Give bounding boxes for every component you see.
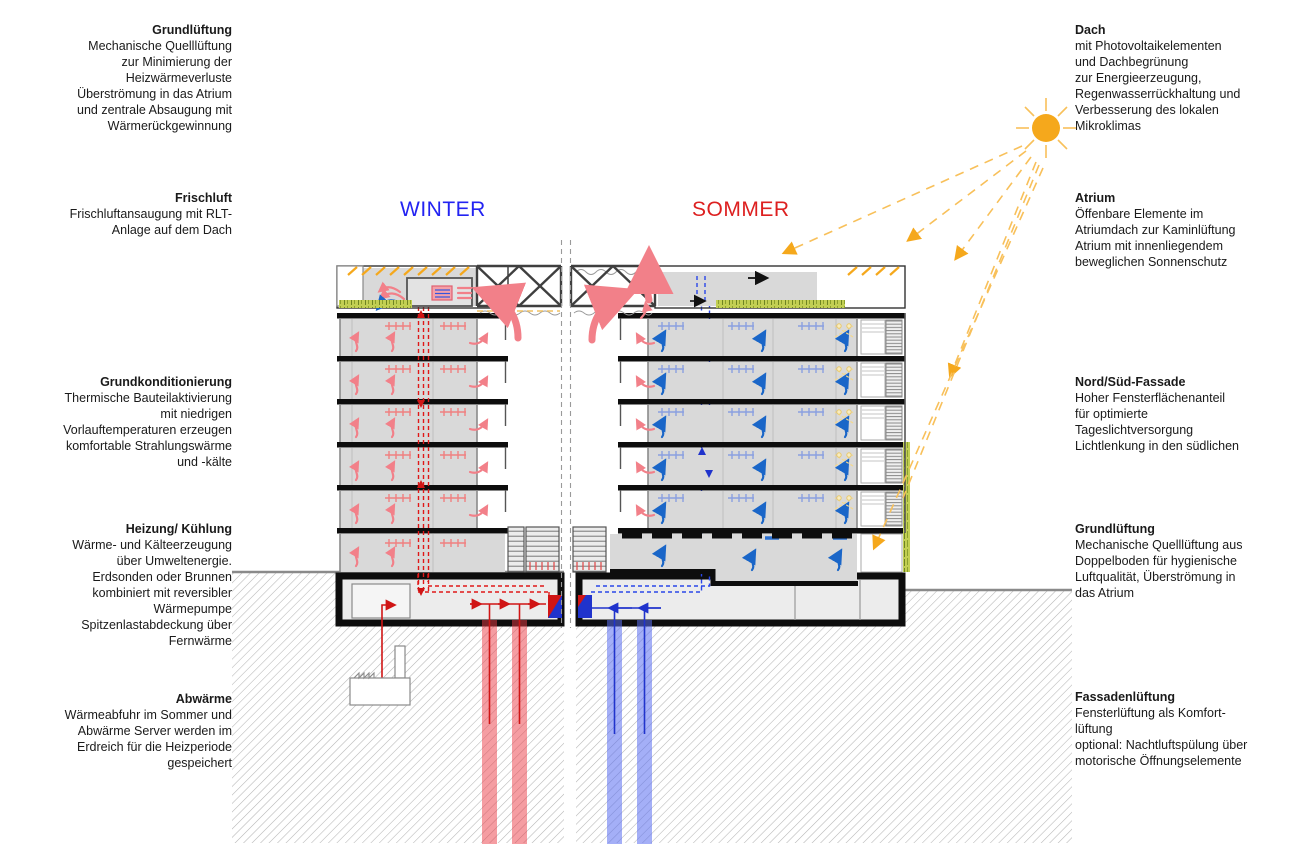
annotation-heizung-kuehlung: Heizung/ Kühlung Wärme- und Kälteerzeugu… [72, 522, 232, 648]
annotation-abwaerme: Abwärme Wärmeabfuhr im Sommer und Abwärm… [64, 692, 232, 770]
sun-rays [781, 145, 1044, 551]
annotation-grundkonditionierung: Grundkonditionierung Thermische Bauteila… [63, 375, 232, 469]
winter-tower [337, 272, 508, 596]
stair-cores [507, 526, 607, 573]
roof-zone [336, 245, 906, 344]
raised-floor [622, 533, 852, 539]
south-facade [860, 313, 910, 573]
green-roof-summer [716, 300, 845, 308]
green-facade-strip [903, 442, 910, 572]
pv-elements [347, 266, 900, 276]
summer-tower [610, 313, 905, 586]
annotation-atrium: Atrium Öffenbare Elemente im Atriumdach … [1075, 191, 1236, 269]
heating-risers [417, 272, 430, 592]
stack-vent-arrow [624, 245, 674, 304]
annotation-fassadenlueftung: Fassadenlüftung Fensterlüftung als Komfo… [1075, 690, 1248, 768]
summer-floor-slabs [618, 313, 905, 534]
annotation-grundlueftung-left: Grundlüftung Mechanische Quelllüftung zu… [77, 23, 232, 133]
section-split-lines [560, 240, 572, 628]
green-roof-winter [339, 300, 412, 308]
rlt-unit [406, 277, 473, 307]
summer-plant-room [658, 272, 712, 306]
heat-pump-icon [548, 595, 592, 618]
annotation-grundlueftung-right: Grundlüftung Mechanische Quelllüftung au… [1075, 522, 1243, 600]
sun-icon [781, 98, 1076, 551]
annotation-nord-sued-fassade: Nord/Süd-Fassade Hoher Fensterflächenant… [1075, 375, 1240, 453]
winter-exhaust-arrow [471, 282, 527, 342]
factory-icon [349, 645, 411, 706]
geothermal-probes-winter [482, 604, 527, 844]
summer-updraft-arrow [583, 284, 639, 344]
winter-label: WINTER [400, 198, 486, 221]
sommer-label: SOMMER [692, 198, 790, 221]
annotation-frischluft: Frischluft Frischluftansaugung mit RLT- … [69, 191, 232, 237]
annotation-dach: Dach mit Photovoltaikelementen und Dachb… [1075, 23, 1241, 133]
geothermal-probes-summer [607, 608, 652, 844]
